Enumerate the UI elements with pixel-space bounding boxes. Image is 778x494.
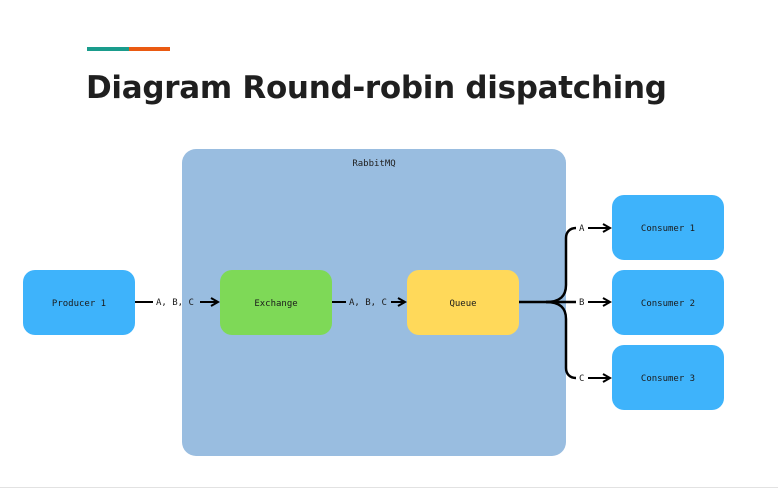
edge-queue-branch-up: [545, 226, 577, 304]
edge-label-consumer-2: B: [579, 298, 584, 308]
consumer-3-node: [612, 345, 724, 410]
exchange-label: Exchange: [254, 299, 297, 309]
queue-label: Queue: [449, 299, 476, 309]
exchange-node: [220, 270, 332, 335]
consumer-2-label: Consumer 2: [641, 299, 695, 309]
edge-label-exchange-queue: A, B, C: [349, 298, 387, 308]
producer-label: Producer 1: [52, 299, 106, 309]
consumer-1-node: [612, 195, 724, 260]
title-accent-teal: [87, 47, 129, 51]
edge-label-producer-exchange: A, B, C: [156, 298, 194, 308]
page-title: Diagram Round-robin dispatching: [86, 70, 667, 106]
queue-node: [407, 270, 519, 335]
consumer-2-node: [612, 270, 724, 335]
rabbitmq-broker: [182, 149, 566, 456]
edge-queue-branch-down: [545, 300, 577, 380]
edge-label-consumer-1: A: [579, 224, 585, 234]
title-accent-orange: [129, 47, 170, 51]
rabbitmq-label: RabbitMQ: [352, 159, 395, 169]
producer-node: [23, 270, 135, 335]
edge-label-consumer-3: C: [579, 374, 584, 384]
consumer-3-label: Consumer 3: [641, 374, 695, 384]
consumer-1-label: Consumer 1: [641, 224, 695, 234]
bottom-divider: [0, 487, 778, 488]
